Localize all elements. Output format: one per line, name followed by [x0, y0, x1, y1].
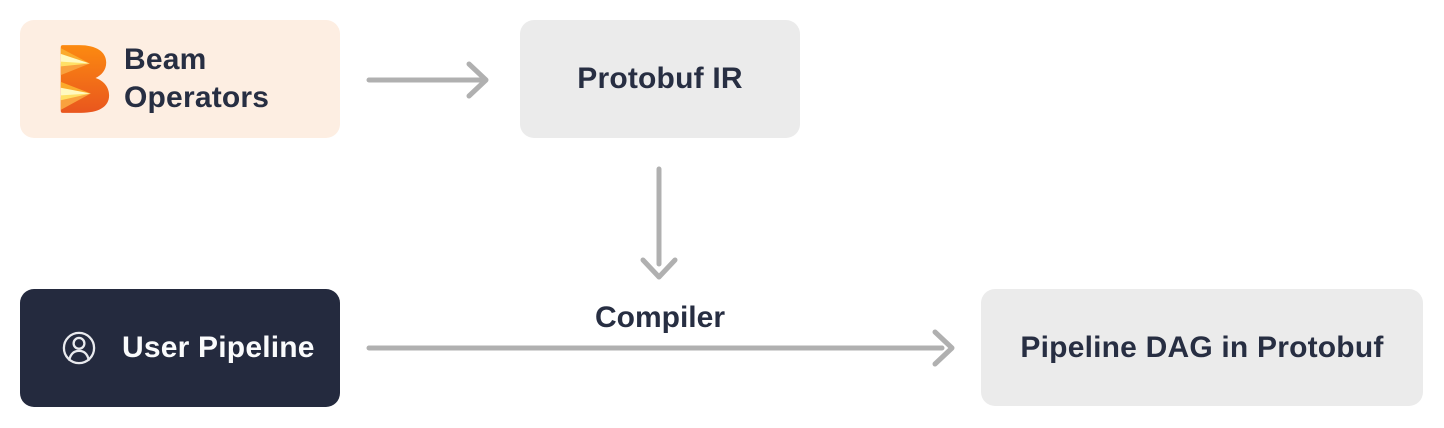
- node-label: Beam Operators: [124, 41, 269, 117]
- node-label: Protobuf IR: [577, 62, 743, 95]
- node-label: Pipeline DAG in Protobuf: [1020, 330, 1384, 364]
- arrow-user-to-dag: [366, 329, 955, 367]
- node-beam-operators: Beam Operators: [20, 20, 340, 138]
- node-label: User Pipeline: [122, 331, 315, 364]
- node-protobuf-ir: Protobuf IR: [520, 20, 800, 138]
- arrow-beam-to-protobuf: [366, 61, 489, 99]
- node-label-line1: Beam: [124, 43, 207, 76]
- arrow-protobuf-down: [640, 166, 678, 280]
- node-pipeline-dag: Pipeline DAG in Protobuf: [981, 289, 1423, 406]
- node-label-line2: Operators: [124, 81, 270, 114]
- beam-logo-icon: [54, 44, 112, 114]
- compiler-label: Compiler: [594, 301, 726, 334]
- node-user-pipeline: User Pipeline: [20, 289, 340, 407]
- user-icon: [56, 325, 102, 371]
